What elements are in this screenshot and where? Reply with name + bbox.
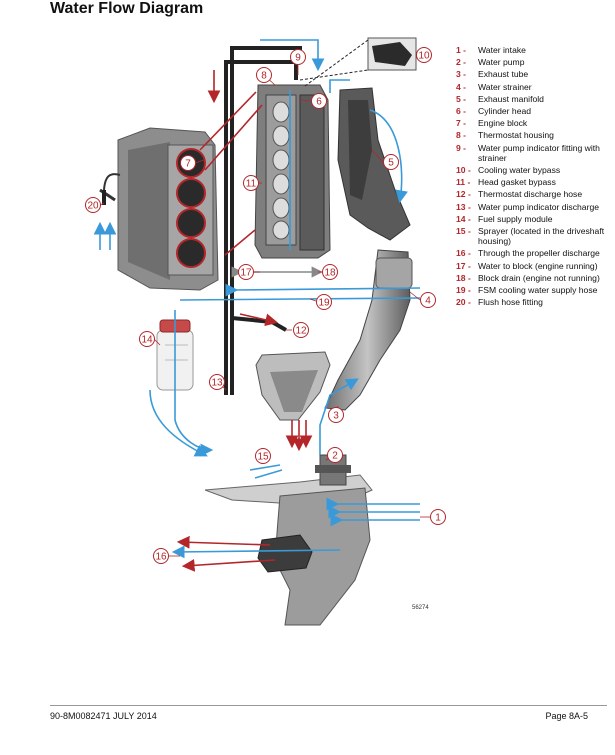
page-number: Page 8A-5 [545, 711, 588, 721]
callout-8: 8 [256, 67, 272, 83]
svg-text:1: 1 [435, 513, 441, 524]
legend-item: 13Water pump indicator discharge [456, 202, 606, 212]
svg-text:5: 5 [388, 158, 394, 169]
legend-item: 17Water to block (engine running) [456, 261, 606, 271]
svg-text:4: 4 [425, 296, 431, 307]
svg-text:12: 12 [295, 326, 307, 337]
callout-3: 3 [328, 407, 344, 423]
svg-text:8: 8 [261, 71, 267, 82]
callout-18: 18 [322, 264, 338, 280]
callout-20: 20 [85, 197, 101, 213]
svg-text:11: 11 [246, 179, 257, 190]
callout-1: 1 [430, 509, 446, 525]
callout-7: 7 [180, 155, 196, 171]
gearcase [204, 454, 373, 626]
callout-14: 14 [139, 331, 155, 347]
svg-text:17: 17 [240, 268, 252, 279]
svg-text:6: 6 [316, 97, 322, 108]
callout-11: 11 [243, 175, 259, 191]
legend-item: 10Cooling water bypass [456, 165, 606, 175]
svg-text:20: 20 [87, 201, 99, 212]
svg-text:16: 16 [155, 552, 167, 563]
callout-10: 10 [416, 47, 432, 63]
legend-item: 19FSM cooling water supply hose [456, 285, 606, 295]
callout-6: 6 [311, 93, 327, 109]
svg-text:2: 2 [332, 451, 338, 462]
svg-text:9: 9 [295, 53, 301, 64]
legend-item: 3Exhaust tube [456, 69, 606, 79]
legend-item: 11Head gasket bypass [456, 177, 606, 187]
cool-water-flow [93, 39, 421, 559]
svg-text:19: 19 [318, 298, 330, 309]
svg-text:18: 18 [324, 268, 336, 279]
legend-item: 2Water pump [456, 57, 606, 67]
footer-rule [50, 705, 607, 706]
legend-item: 20Flush hose fitting [456, 297, 606, 307]
document-number: 90-8M0082471 JULY 2014 [50, 711, 157, 721]
hot-water-flow [176, 70, 313, 572]
legend-item: 14Fuel supply module [456, 214, 606, 224]
svg-text:15: 15 [257, 452, 269, 463]
cylinder-head [254, 84, 331, 259]
callout-17: 17 [238, 264, 254, 280]
callouts: 1 2 3 4 5 6 7 8 9 10 11 12 13 14 15 16 1… [85, 47, 446, 564]
legend-item: 6Cylinder head [456, 106, 606, 116]
legend-item: 1Water intake [456, 45, 606, 55]
callout-2: 2 [327, 447, 343, 463]
callout-5: 5 [383, 154, 399, 170]
callout-19: 19 [316, 294, 332, 310]
callout-12: 12 [293, 322, 309, 338]
svg-text:10: 10 [418, 51, 430, 62]
cooling-water-bypass-inset [299, 37, 417, 87]
engine-block [99, 127, 219, 291]
svg-text:14: 14 [141, 335, 153, 346]
legend-item: 8Thermostat housing [456, 130, 606, 140]
svg-text:3: 3 [333, 411, 339, 422]
legend: 1Water intake 2Water pump 3Exhaust tube … [456, 45, 606, 309]
thermostat-discharge-housing [255, 351, 331, 421]
legend-item: 9Water pump indicator fitting with strai… [456, 143, 606, 163]
legend-item: 18Block drain (engine not running) [456, 273, 606, 283]
callout-13: 13 [209, 374, 225, 390]
callout-9: 9 [290, 49, 306, 65]
legend-item: 5Exhaust manifold [456, 94, 606, 104]
callout-4: 4 [420, 292, 436, 308]
legend-item: 4Water strainer [456, 82, 606, 92]
exhaust-tube [324, 249, 413, 411]
callout-15: 15 [255, 448, 271, 464]
legend-item: 16Through the propeller discharge [456, 248, 606, 258]
svg-text:7: 7 [185, 159, 191, 170]
legend-item: 7Engine block [456, 118, 606, 128]
exhaust-manifold [337, 87, 411, 241]
callout-16: 16 [153, 548, 169, 564]
legend-item: 12Thermostat discharge hose [456, 189, 606, 199]
page-title: Water Flow Diagram [50, 0, 204, 17]
hoses [102, 46, 302, 395]
legend-item: 15Sprayer (located in the driveshaft hou… [456, 226, 606, 246]
svg-text:13: 13 [211, 378, 223, 389]
figure-number: 56274 [412, 605, 429, 611]
